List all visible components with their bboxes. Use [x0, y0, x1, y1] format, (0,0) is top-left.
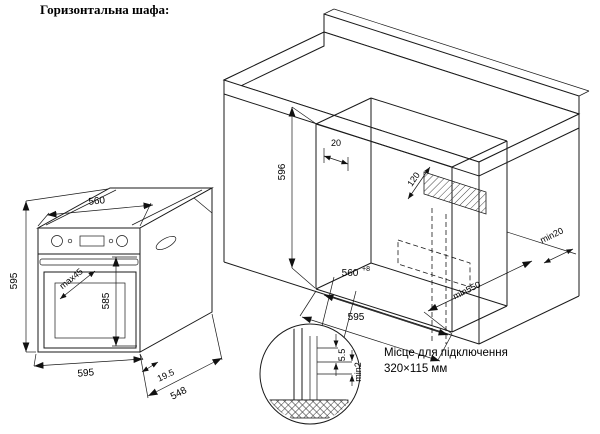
- oven-display: [79, 235, 105, 247]
- worktop-and-backsplash: [222, 8, 590, 177]
- dim-oven-width: 595: [77, 367, 95, 379]
- dim-vent-width: 120: [405, 170, 422, 188]
- connection-note-line2: 320×115 мм: [384, 363, 447, 375]
- dim-niche-width: 560: [342, 268, 359, 279]
- detail-dimensions: 5.5 min2: [333, 334, 363, 386]
- dim-door-offset: 19.5: [156, 367, 176, 383]
- connection-note-line1: Місце для підключення: [384, 347, 508, 359]
- page-title: Горизонтальна шафа:: [40, 2, 170, 17]
- left-knob: [51, 235, 63, 247]
- dim-niche-width-tolerance: +8: [362, 266, 370, 273]
- dim-oven-depth: 548: [169, 385, 189, 403]
- ventilation-cutout: [423, 171, 487, 215]
- dim-oven-height: 595: [9, 272, 20, 289]
- dim-niche-height: 596: [277, 163, 288, 180]
- connection-note: Місце для підключення 320×115 мм: [384, 347, 508, 375]
- detail-section: [262, 328, 352, 419]
- dim-oven-top-width: 560: [88, 195, 106, 208]
- dim-cabinet-width: 595: [348, 312, 365, 323]
- dim-detail-gap-bottom: min2: [353, 362, 363, 382]
- oven-outline: [36, 187, 214, 353]
- door-handle: [39, 258, 139, 266]
- right-knob: [116, 235, 128, 247]
- dim-wall-clearance: min20: [538, 225, 564, 245]
- side-grip-hole: [155, 236, 177, 250]
- cabinet-drawing: 596 20 120 min20 min550 560: [222, 8, 590, 375]
- dim-detail-gap-top: 5.5: [337, 349, 347, 362]
- detail-callout: 5.5 min2: [259, 276, 363, 425]
- oven-dimensions: 595 560 max45 585 595: [9, 188, 223, 403]
- connection-area-dashed: [397, 208, 471, 344]
- oven-drawing: 595 560 max45 585 595: [9, 187, 223, 403]
- dim-oven-front-height: 585: [101, 292, 112, 309]
- dim-back-gap: 20: [331, 138, 341, 148]
